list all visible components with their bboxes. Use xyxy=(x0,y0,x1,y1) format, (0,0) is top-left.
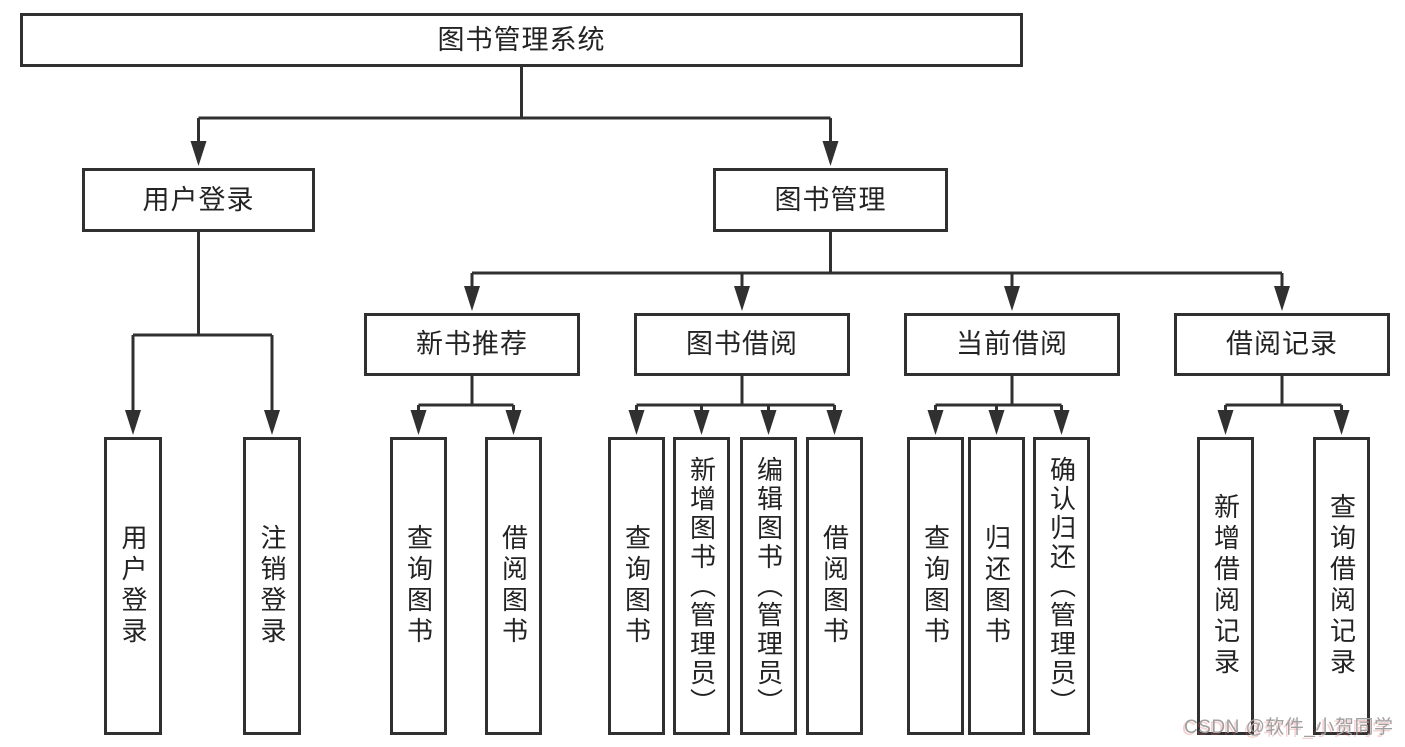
arrow-down-icon xyxy=(826,410,843,435)
leaf-query-books-current: 查询图书 xyxy=(907,437,964,735)
arrow-down-icon xyxy=(464,286,480,311)
leaf-query-books-recommend: 查询图书 xyxy=(390,437,447,735)
leaf-edit-book-admin: 编辑图书（管理员） xyxy=(740,437,797,735)
leaf-logout: 注销登录 xyxy=(243,437,301,735)
leaf-return-books: 归还图书 xyxy=(968,437,1025,735)
leaf-query-borrow-record: 查询借阅记录 xyxy=(1313,437,1370,735)
leaf-borrow-books-borrowing: 借阅图书 xyxy=(806,437,863,735)
leaf-query-books-borrowing: 查询图书 xyxy=(608,437,665,735)
leaf-borrow-books-recommend: 借阅图书 xyxy=(485,437,542,735)
arrow-down-icon xyxy=(628,410,645,435)
arrow-down-icon xyxy=(264,410,280,435)
arrow-down-icon xyxy=(505,410,522,435)
node-book-borrowing: 图书借阅 xyxy=(634,313,850,376)
arrow-down-icon xyxy=(125,410,141,435)
arrow-down-icon xyxy=(734,286,750,311)
arrow-down-icon xyxy=(1217,410,1234,435)
node-current-borrowing: 当前借阅 xyxy=(904,313,1120,376)
arrow-down-icon xyxy=(190,141,207,166)
arrow-down-icon xyxy=(410,410,427,435)
arrow-down-icon xyxy=(927,410,944,435)
node-book-management: 图书管理 xyxy=(713,168,948,232)
leaf-add-borrow-record: 新增借阅记录 xyxy=(1197,437,1254,735)
arrow-down-icon xyxy=(1274,286,1290,311)
arrow-down-icon xyxy=(988,410,1005,435)
arrow-down-icon xyxy=(1053,410,1070,435)
csdn-watermark: CSDN @软件_小贺同学 xyxy=(1184,717,1394,738)
node-new-book-recommendation: 新书推荐 xyxy=(364,313,580,376)
node-borrowing-records: 借阅记录 xyxy=(1174,313,1390,376)
arrow-down-icon xyxy=(693,410,710,435)
arrow-down-icon xyxy=(760,410,777,435)
leaf-confirm-return-admin: 确认归还（管理员） xyxy=(1033,437,1090,735)
node-library-management-system: 图书管理系统 xyxy=(20,13,1023,67)
arrow-down-icon xyxy=(1004,286,1020,311)
arrow-down-icon xyxy=(822,141,839,166)
arrow-down-icon xyxy=(1333,410,1350,435)
leaf-user-login: 用户登录 xyxy=(104,437,162,735)
leaf-add-book-admin: 新增图书（管理员） xyxy=(673,437,730,735)
node-user-login: 用户登录 xyxy=(82,168,315,232)
